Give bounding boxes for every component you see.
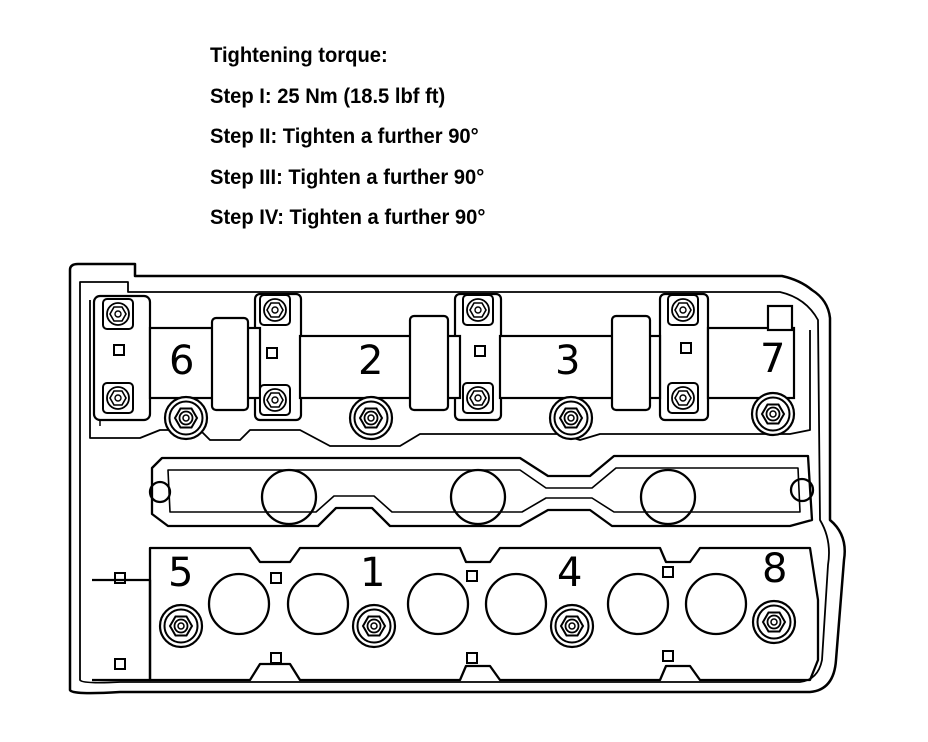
spec-title: Tightening torque: <box>210 44 388 67</box>
bolt-number-8: 8 <box>762 546 787 592</box>
torque-specification: Tightening torque: Step I: 25 Nm (18.5 l… <box>210 36 497 239</box>
bolt-number-3: 3 <box>555 338 580 384</box>
spec-step-1: Step I: 25 Nm (18.5 lbf ft) <box>210 84 446 108</box>
hex-bolt-icon <box>158 391 797 649</box>
bolt-number-5: 5 <box>168 550 193 596</box>
head-outline <box>68 262 846 695</box>
bolt-number-2: 2 <box>358 338 383 384</box>
spec-step-4: Step IV: Tighten a further 90° <box>210 206 486 229</box>
bolt-number-6: 6 <box>169 338 194 384</box>
bolt-number-1: 1 <box>360 550 385 596</box>
spec-step-2: Step II: Tighten a further 90° <box>210 125 479 148</box>
spec-step-3: Step III: Tighten a further 90° <box>210 165 485 189</box>
bolt-number-7: 7 <box>760 336 785 382</box>
bolt-number-4: 4 <box>557 550 582 596</box>
